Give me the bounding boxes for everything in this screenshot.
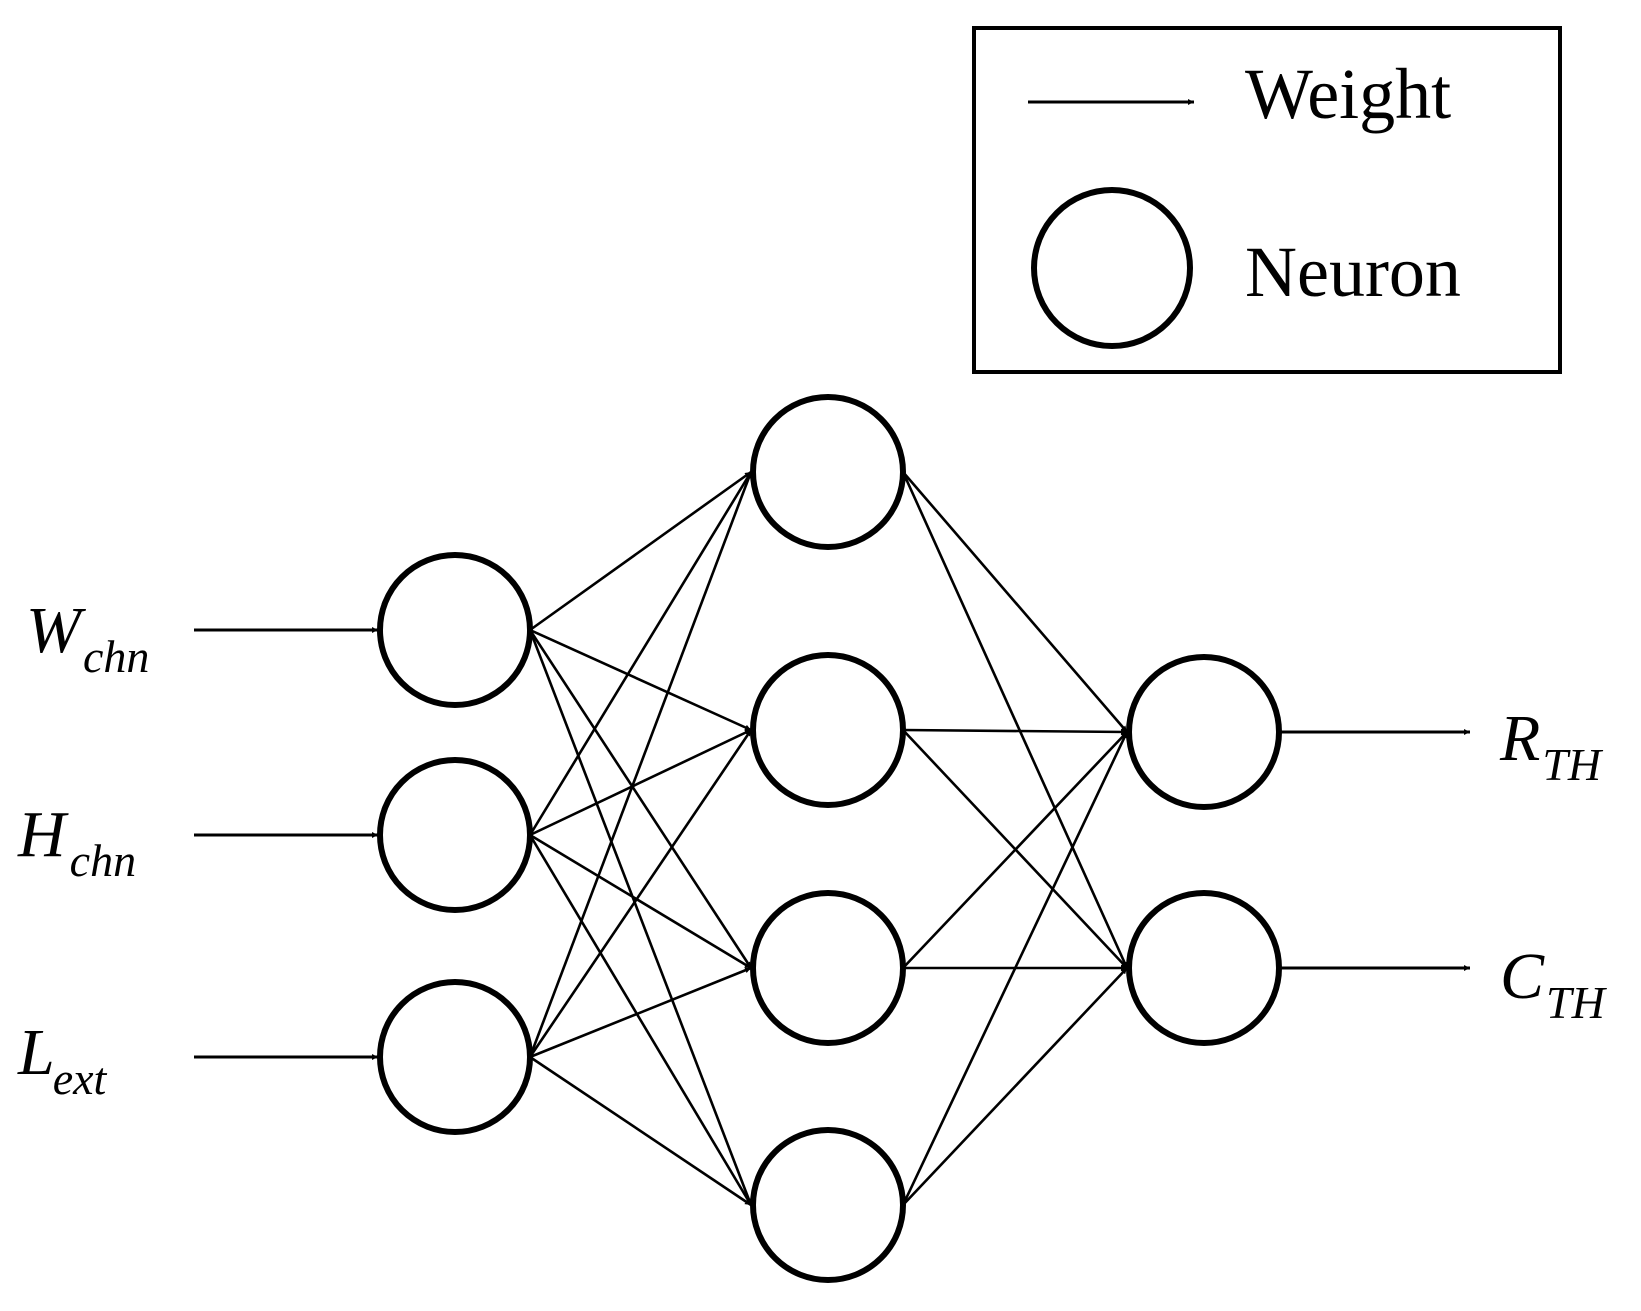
hidden-neuron-4	[750, 1127, 906, 1283]
io-arrows	[194, 627, 1470, 1060]
weight-arrow-input-3-to-hidden-3	[529, 966, 752, 1059]
weight-arrow-hidden-1-to-output-2	[901, 471, 1129, 969]
hidden-neuron-1	[750, 394, 906, 550]
weight-arrow-input-1-to-hidden-4	[528, 629, 753, 1206]
input-label-l-ext: Lext	[17, 1016, 108, 1104]
weight-arrow-input-1-to-hidden-2	[529, 628, 752, 732]
output-neuron-2	[1126, 890, 1282, 1046]
hidden-neuron-3	[750, 890, 906, 1046]
output-labels: RTH CTH	[1499, 702, 1608, 1028]
weight-arrow-hidden-2-to-output-1	[902, 728, 1128, 735]
weight-connections	[528, 470, 1129, 1207]
neurons	[377, 394, 1282, 1283]
legend-neuron-label: Neuron	[1245, 232, 1461, 312]
weight-arrow-input-2-to-hidden-4	[528, 834, 753, 1206]
weight-arrow-input-1-to-hidden-3	[528, 629, 753, 969]
weight-arrow-input-3-to-hidden-1	[528, 471, 753, 1058]
input-neuron-3	[377, 979, 533, 1135]
hidden-neuron-2	[750, 652, 906, 808]
output-label-r-th: RTH	[1499, 702, 1604, 790]
input-neuron-2	[377, 757, 533, 913]
weight-arrow-hidden-1-to-output-1	[902, 471, 1128, 733]
output-neuron-1	[1126, 654, 1282, 810]
weight-arrow-input-3-to-hidden-4	[529, 1055, 752, 1207]
input-label-h-chn: Hchn	[17, 798, 136, 886]
input-label-w-chn: Wchn	[26, 594, 149, 682]
output-label-c-th: CTH	[1500, 940, 1608, 1028]
legend: Weight Neuron	[972, 26, 1562, 374]
input-neuron-1	[377, 552, 533, 708]
input-labels: Wchn Hchn Lext	[17, 594, 149, 1104]
legend-weight-label: Weight	[1245, 54, 1451, 134]
weight-arrow-input-1-to-hidden-1	[529, 470, 752, 632]
weight-arrow-input-3-to-hidden-2	[528, 729, 753, 1058]
weight-arrow-input-2-to-hidden-2	[529, 728, 752, 837]
weight-arrow-hidden-4-to-output-1	[901, 731, 1129, 1206]
weight-arrow-hidden-3-to-output-1	[902, 731, 1128, 969]
legend-neuron-icon	[1031, 187, 1193, 349]
weight-arrow-input-2-to-hidden-3	[529, 833, 752, 970]
weight-arrow-input-2-to-hidden-1	[528, 471, 753, 836]
weight-arrow-hidden-4-to-output-2	[902, 967, 1128, 1206]
